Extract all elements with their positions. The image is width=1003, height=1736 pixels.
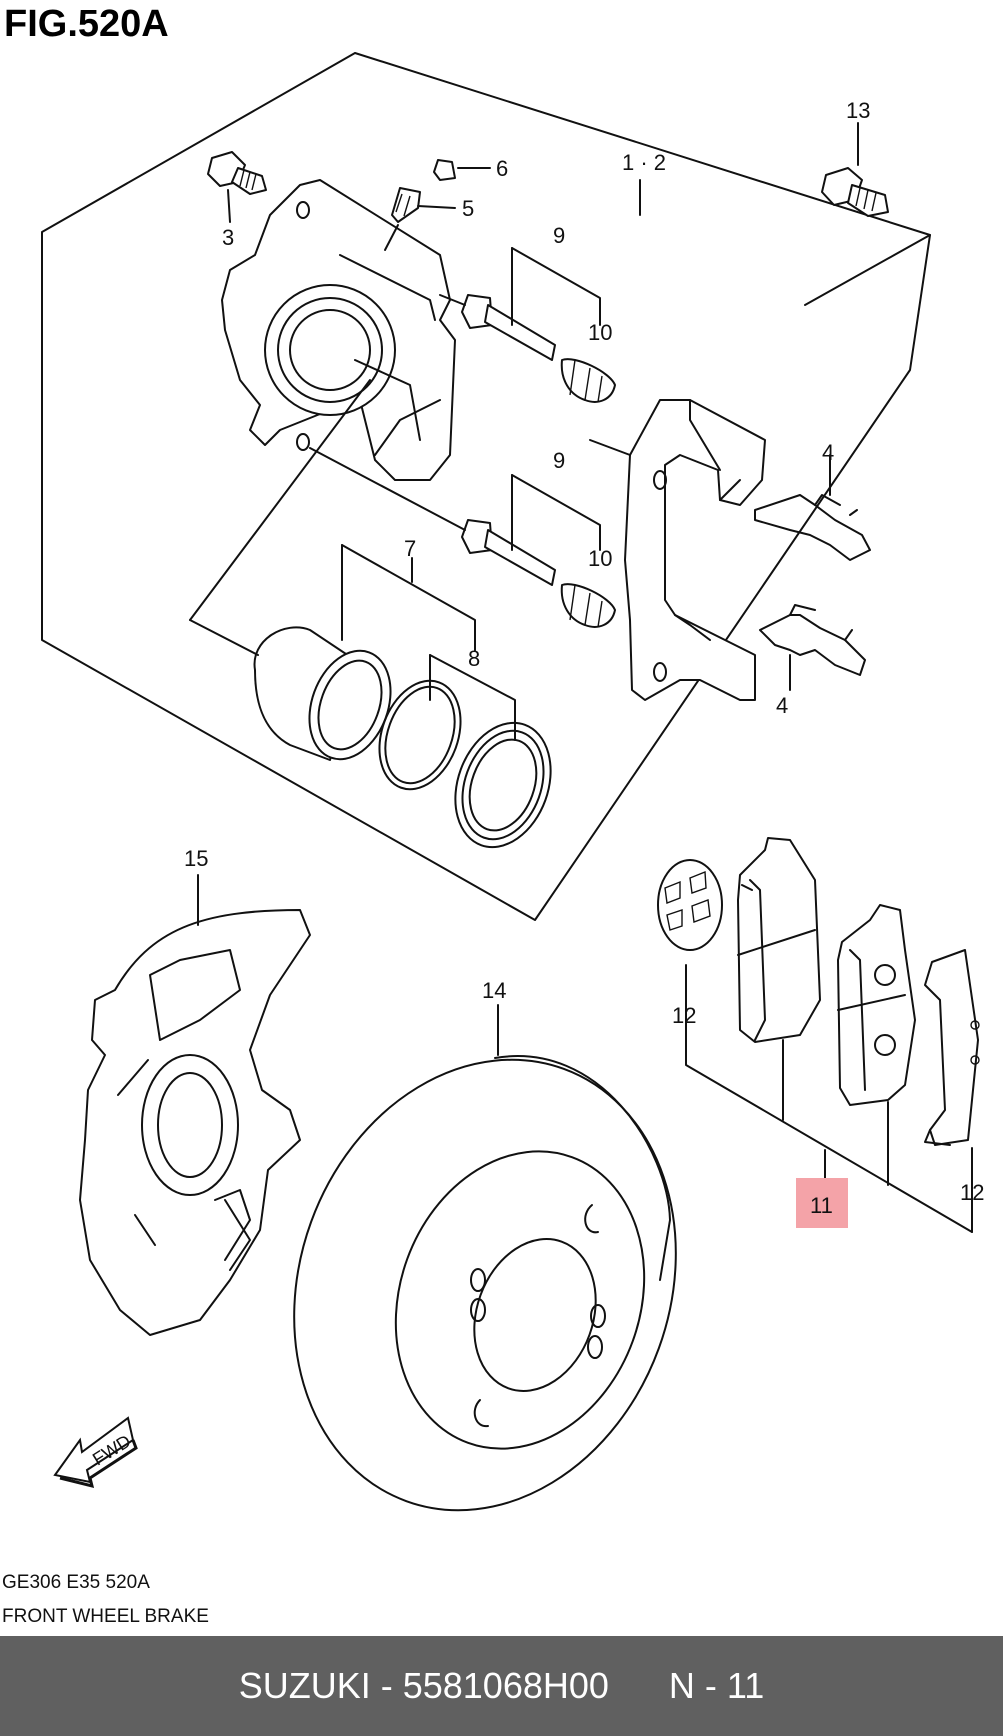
brake-rotor [293,1004,677,1512]
callout-3: 3 [222,225,234,250]
anti-rattle-clip-lower [759,604,866,691]
callout-5: 5 [462,196,474,221]
callout-6: 6 [496,156,508,181]
piston-and-seals [253,626,552,849]
figure-title: FIG.520A [4,3,169,45]
callout-15: 15 [184,846,208,871]
callout-7: 7 [404,536,416,561]
callout-14: 14 [482,978,506,1003]
caliper-body [221,179,456,481]
callout-12-right: 12 [960,1180,984,1205]
callout-11: 11 [810,1193,833,1218]
footer-bar: SUZUKI - 5581068H00 N - 11 [0,1636,1003,1736]
callout-9-lower: 9 [553,448,565,473]
anti-rattle-clip-upper [754,454,871,561]
slide-pin-upper [439,294,616,403]
slide-pin-lower [309,447,616,628]
callout-10-lower: 10 [588,546,612,571]
bleeder-screw [384,159,491,251]
callout-8: 8 [468,646,480,671]
brake-pads-and-shims [657,837,980,1146]
callout-1-2: 1 · 2 [622,150,666,175]
dust-shield [79,874,311,1336]
fwd-arrow-icon [53,1416,138,1489]
callout-9-upper: 9 [553,223,565,248]
footer-part-number: SUZUKI - 5581068H00 N - 11 [238,1665,765,1706]
callout-10-upper: 10 [588,320,612,345]
figure-description: FRONT WHEEL BRAKE [2,1606,209,1627]
callout-4-upper: 4 [822,440,834,465]
highlight-part-11 [796,1178,848,1228]
figure-code: GE306 E35 520A [2,1572,150,1593]
callout-4-lower: 4 [776,693,788,718]
callout-13: 13 [846,98,870,123]
bolt-3 [207,151,267,223]
caliper-bracket [589,399,766,701]
bolt-13 [821,122,889,217]
callout-12-left: 12 [672,1003,696,1028]
